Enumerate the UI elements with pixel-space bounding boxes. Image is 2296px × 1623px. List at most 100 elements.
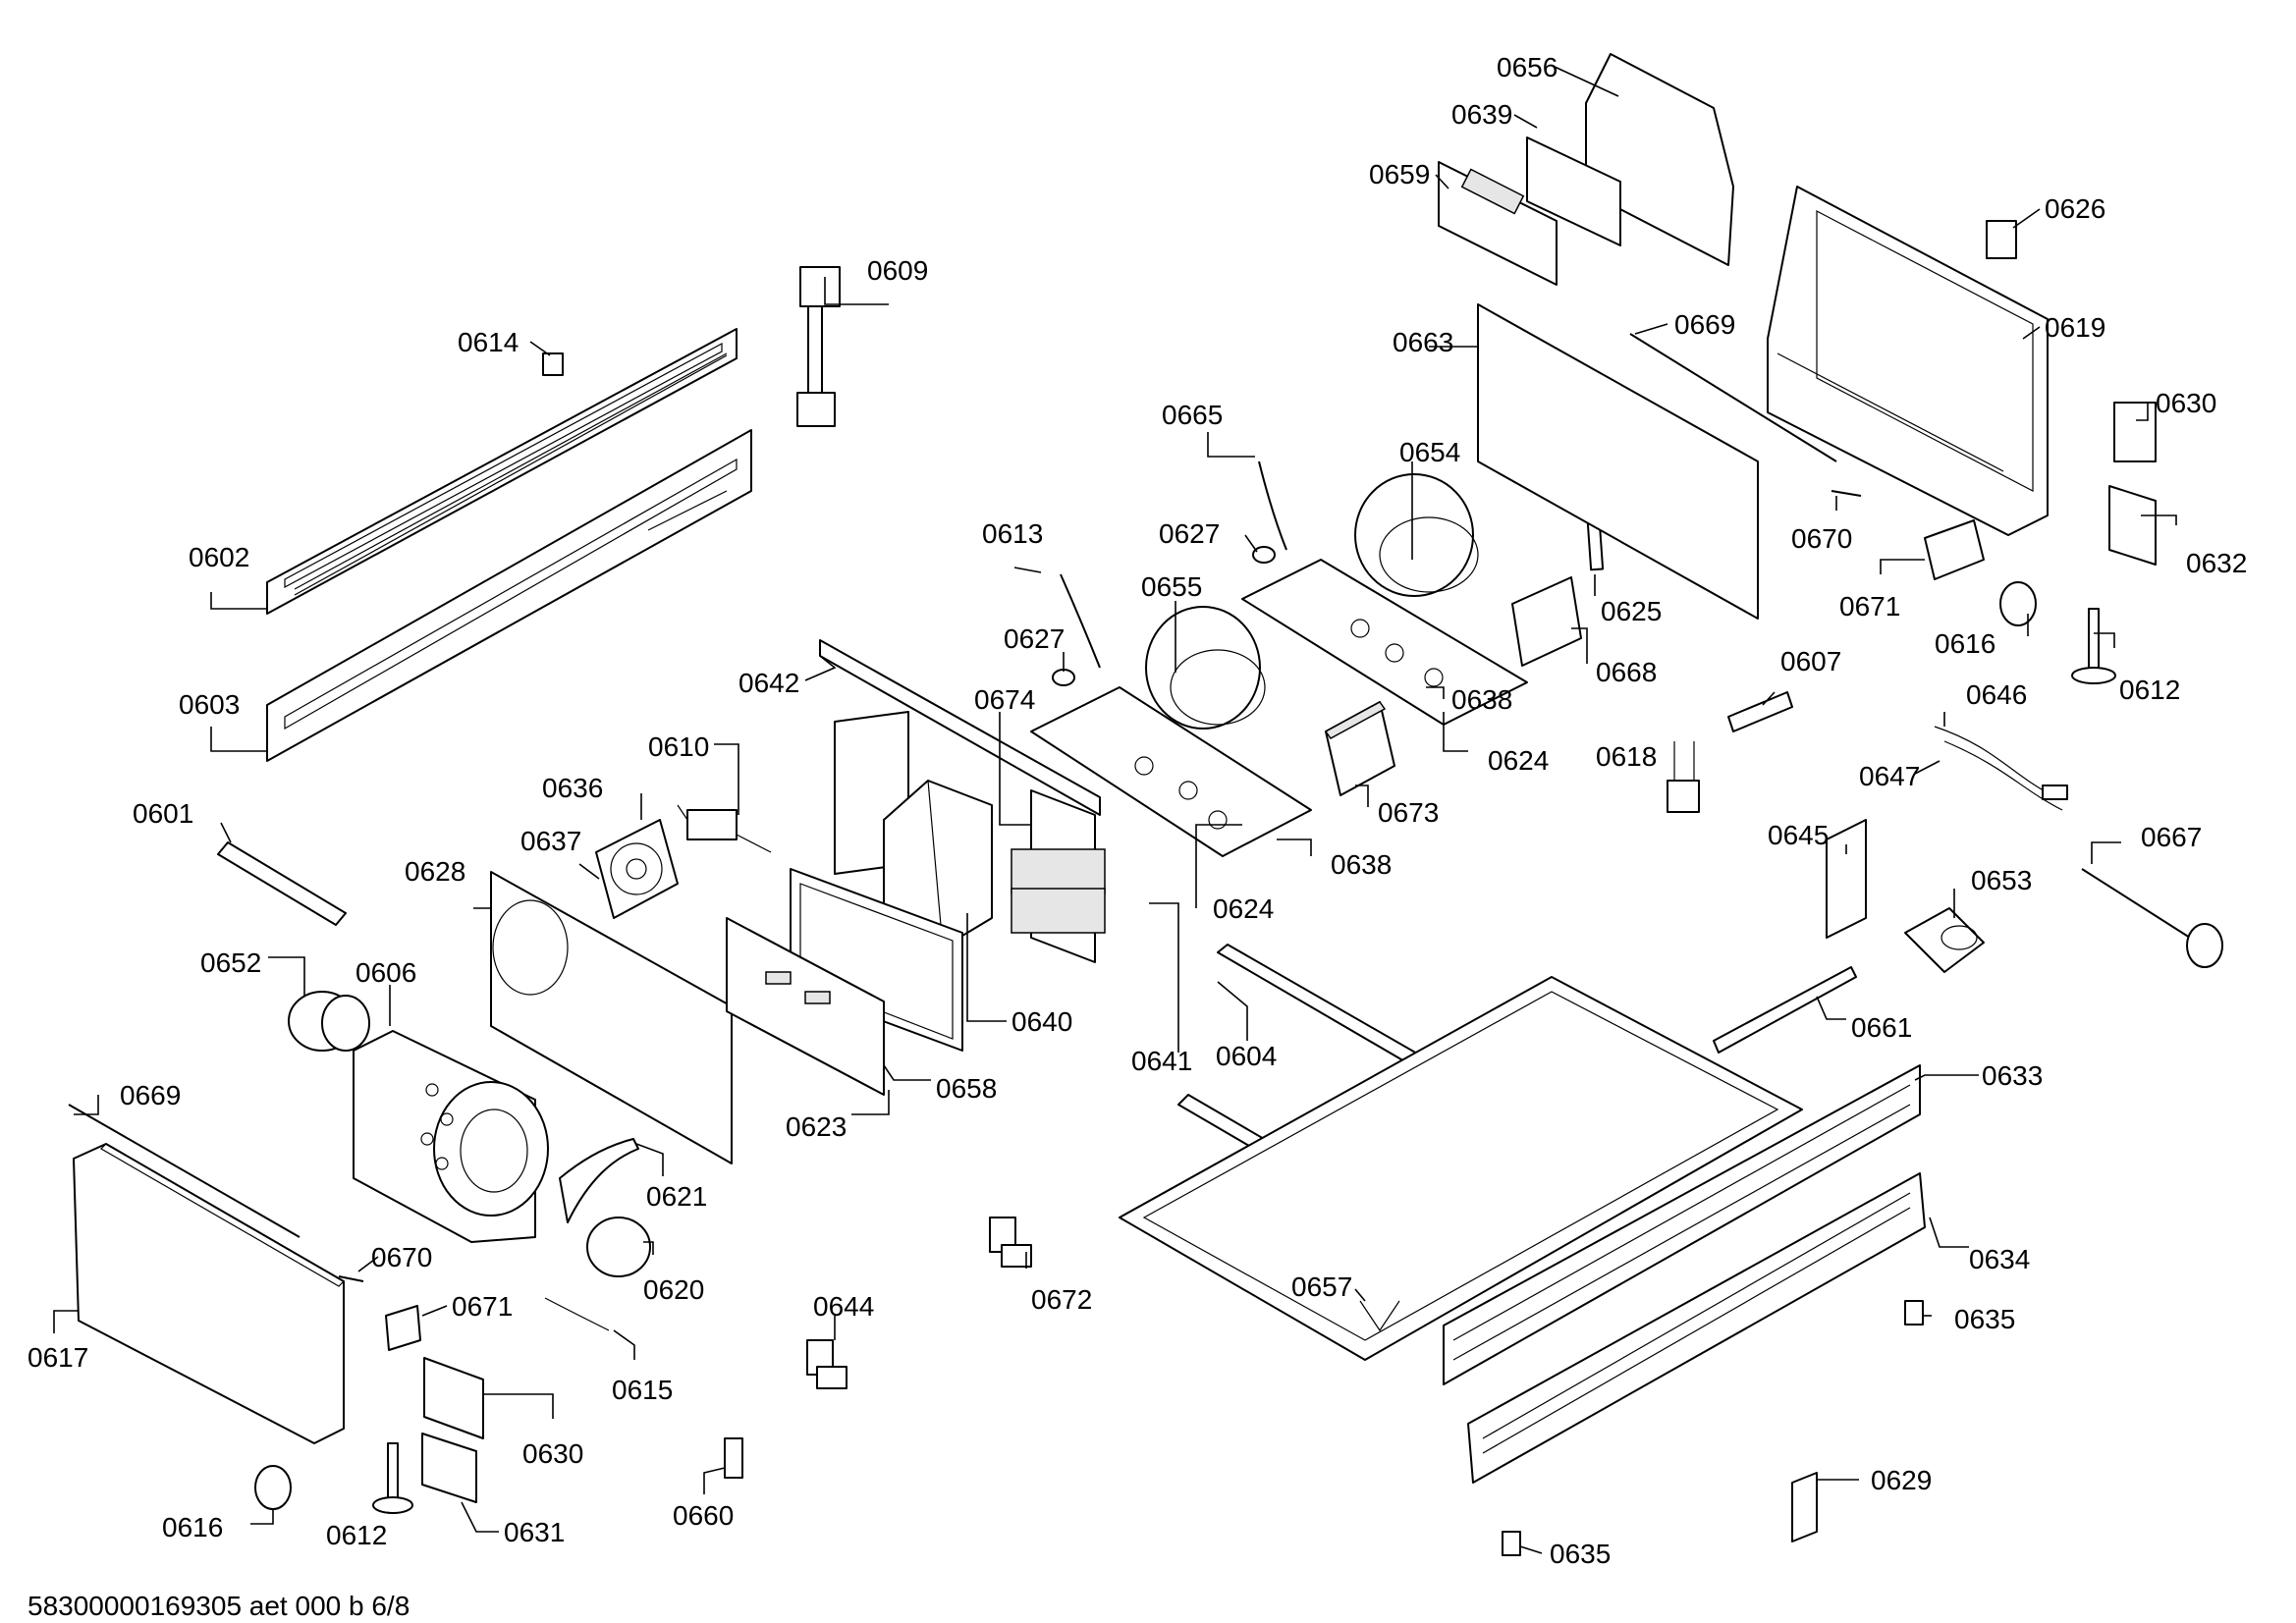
- label-0641: 0641: [1131, 1046, 1192, 1076]
- label-0624-bottom: 0624: [1213, 893, 1274, 924]
- part-0645-bracket: [1826, 819, 1867, 939]
- label-0669-bottom: 0669: [120, 1080, 181, 1110]
- part-0640-transformer: [883, 780, 993, 948]
- label-0623: 0623: [786, 1111, 847, 1142]
- part-0670-screw-b: [338, 1275, 364, 1282]
- label-0610: 0610: [648, 731, 709, 762]
- part-0601-rod: [217, 841, 347, 926]
- part-0633-grille: [1443, 1064, 1921, 1385]
- part-0627-grommet-b: [1052, 669, 1075, 686]
- label-0661: 0661: [1851, 1012, 1912, 1043]
- label-0627-top: 0627: [1159, 518, 1220, 549]
- label-0657: 0657: [1291, 1271, 1352, 1302]
- label-0640: 0640: [1011, 1006, 1072, 1037]
- label-0631: 0631: [504, 1517, 565, 1547]
- label-0616-right: 0616: [1935, 628, 1995, 659]
- label-0603: 0603: [179, 689, 240, 720]
- label-0634: 0634: [1969, 1244, 2030, 1274]
- label-0606: 0606: [355, 957, 416, 988]
- label-0669-top: 0669: [1674, 309, 1735, 340]
- label-0638-top: 0638: [1451, 684, 1512, 715]
- label-0619: 0619: [2045, 312, 2105, 343]
- label-0671-right: 0671: [1839, 591, 1900, 622]
- label-0612-right: 0612: [2119, 675, 2180, 705]
- label-0663: 0663: [1393, 327, 1453, 357]
- part-0612-leveler-a: [2071, 608, 2116, 684]
- label-0642: 0642: [738, 668, 799, 698]
- label-0617: 0617: [27, 1342, 88, 1373]
- part-0618-relay: [1667, 741, 1700, 813]
- part-0660-spacer: [724, 1437, 743, 1479]
- part-0606-housing: [353, 1030, 549, 1243]
- label-0628: 0628: [405, 856, 465, 887]
- part-0644-valve: [806, 1339, 847, 1389]
- part-0657-clip: [1359, 1300, 1400, 1332]
- part-0671-clip-b: [385, 1305, 421, 1351]
- part-0616-foot-b: [254, 1465, 292, 1510]
- part-0665-tube: [1258, 460, 1287, 551]
- label-0658: 0658: [936, 1073, 997, 1104]
- part-0607-terminal: [1727, 691, 1793, 732]
- part-0623-board: [726, 917, 885, 1096]
- label-0604: 0604: [1216, 1041, 1277, 1071]
- label-0601: 0601: [133, 798, 193, 829]
- part-0659-board: [1438, 161, 1558, 286]
- label-0637: 0637: [520, 826, 581, 856]
- part-0613-tube: [1060, 573, 1101, 669]
- part-0671-clip-a: [1924, 519, 1985, 580]
- part-0646-harness: [1934, 726, 2068, 811]
- leader-lines: [53, 66, 2177, 1554]
- label-0665: 0665: [1162, 400, 1223, 430]
- part-0672-valve: [989, 1217, 1032, 1268]
- label-0615: 0615: [612, 1375, 673, 1405]
- label-0607: 0607: [1780, 646, 1841, 676]
- part-0635-pad-b: [1502, 1531, 1521, 1556]
- label-0646: 0646: [1966, 679, 2027, 710]
- part-base-tray: [1119, 976, 1803, 1361]
- label-0635-bottom: 0635: [1550, 1539, 1611, 1569]
- label-0647: 0647: [1859, 761, 1920, 791]
- label-0670-left: 0670: [371, 1242, 432, 1272]
- label-0670-right: 0670: [1791, 523, 1852, 554]
- part-0667-cable: [2081, 868, 2223, 968]
- part-0653-housing: [1904, 907, 1985, 973]
- label-0618: 0618: [1596, 741, 1657, 772]
- part-0639-board: [1526, 136, 1621, 246]
- label-0626: 0626: [2045, 193, 2105, 224]
- part-0632-bracket: [2108, 485, 2157, 566]
- label-0655: 0655: [1141, 571, 1202, 602]
- label-0654: 0654: [1399, 437, 1460, 467]
- part-0663-panel: [1477, 303, 1759, 620]
- part-0617-side-panel: [73, 1143, 345, 1444]
- part-0624-plate-b: [1241, 559, 1528, 726]
- label-0630-left: 0630: [522, 1438, 583, 1469]
- label-0624-top: 0624: [1488, 745, 1549, 776]
- label-0672: 0672: [1031, 1284, 1092, 1315]
- label-0630-right: 0630: [2156, 388, 2216, 418]
- part-0631-bracket: [421, 1433, 477, 1503]
- part-0668-box: [1511, 576, 1582, 667]
- part-0652-cylinder: [288, 991, 370, 1052]
- label-0659: 0659: [1369, 159, 1430, 189]
- label-0616-left: 0616: [162, 1512, 223, 1542]
- label-0674: 0674: [974, 684, 1035, 715]
- part-0669-rod-bottom: [68, 1104, 301, 1238]
- part-0628-panel: [490, 871, 733, 1164]
- part-0658-frame: [790, 868, 963, 1052]
- part-0624-plate-a: [1030, 686, 1312, 857]
- label-0609: 0609: [867, 255, 928, 286]
- label-0636: 0636: [542, 773, 603, 803]
- part-labels: 0656 0639 0659 0626 0609 0614 0663 0669 …: [27, 52, 2247, 1569]
- part-0610-sensor: [677, 804, 772, 853]
- label-0668: 0668: [1596, 657, 1657, 687]
- label-0621: 0621: [646, 1181, 707, 1212]
- label-0644: 0644: [813, 1291, 874, 1322]
- part-0626-clip: [1986, 220, 2017, 259]
- label-0627-mid: 0627: [1004, 623, 1065, 654]
- label-0633: 0633: [1982, 1060, 2043, 1091]
- label-0612-left: 0612: [326, 1520, 387, 1550]
- part-0630-bracket-a: [2113, 402, 2157, 462]
- part-0603-panel: [266, 429, 752, 762]
- part-0635-pad-a: [1904, 1300, 1924, 1325]
- part-0674-relay: [1011, 789, 1106, 963]
